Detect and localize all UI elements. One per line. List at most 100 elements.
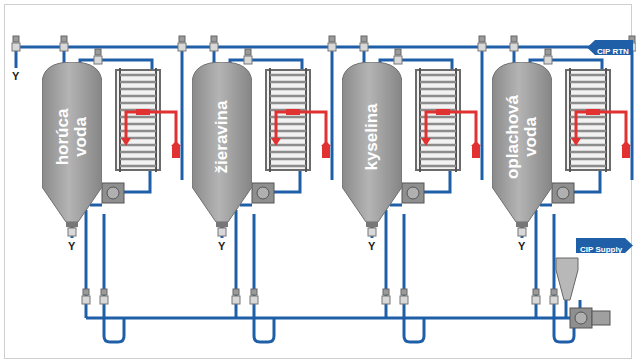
- pipe: [574, 170, 600, 192]
- heating-arrow: [621, 141, 631, 146]
- drain-label: Y: [11, 70, 20, 82]
- valve-actuator: [251, 289, 257, 295]
- flow-arrow: CIP Supply: [576, 238, 633, 253]
- pump: [402, 183, 424, 203]
- heating-arrow: [171, 141, 181, 146]
- heating-arrow: [321, 141, 331, 146]
- valve-actuator: [233, 289, 239, 295]
- exchanger-plate: [270, 165, 306, 168]
- exchanger-frame: [119, 68, 121, 172]
- valve: [12, 43, 20, 51]
- plate-heat-exchanger: [416, 70, 460, 170]
- exchanger-plate: [270, 102, 306, 105]
- flow-label: CIP RTN: [587, 44, 629, 59]
- exchanger-plate: [420, 158, 456, 161]
- valve: [532, 296, 540, 304]
- tank-body: [342, 62, 402, 222]
- drain-label: Y: [67, 240, 76, 252]
- exchanger-plate: [570, 151, 606, 154]
- heating-coil: [286, 109, 300, 115]
- tank-label: oplachová voda: [504, 87, 540, 187]
- drain-label: Y: [517, 240, 526, 252]
- exchanger-plate: [420, 74, 456, 77]
- valve-actuator: [479, 36, 485, 42]
- heating-tag: [472, 146, 480, 158]
- exchanger-plate: [570, 165, 606, 168]
- tank: kyselina: [342, 62, 402, 227]
- valve-actuator: [395, 49, 401, 55]
- pipe: [540, 204, 552, 207]
- valve: [218, 228, 226, 236]
- pipe: [104, 214, 124, 342]
- tank-nozzle: [216, 222, 228, 227]
- valve-actuator: [545, 49, 551, 55]
- heating-tag: [622, 146, 630, 158]
- valve: [382, 296, 390, 304]
- plate-heat-exchanger: [116, 70, 160, 170]
- pump-head: [575, 312, 587, 324]
- exchanger-plate: [120, 158, 156, 161]
- heating-coil: [136, 109, 150, 115]
- valve-actuator: [245, 49, 251, 55]
- pipes: [16, 47, 632, 342]
- valve: [244, 56, 252, 64]
- pump-head: [557, 187, 569, 199]
- pipe: [86, 317, 580, 320]
- valve: [518, 228, 526, 236]
- valve: [544, 56, 552, 64]
- exchanger-plate: [570, 74, 606, 77]
- exchanger-plate: [270, 88, 306, 91]
- exchanger-plate: [120, 151, 156, 154]
- exchanger-plate: [570, 102, 606, 105]
- pipe: [254, 214, 274, 342]
- tank-nozzle: [66, 222, 78, 227]
- exchanger-plate: [420, 151, 456, 154]
- exchanger-plate: [120, 88, 156, 91]
- valve: [510, 43, 518, 51]
- valve-actuator: [101, 289, 107, 295]
- exchanger-plate: [420, 165, 456, 168]
- valve-actuator: [83, 289, 89, 295]
- exchanger-frame: [455, 68, 457, 172]
- heating-tag: [322, 146, 330, 158]
- pipe: [274, 170, 300, 192]
- pipe: [631, 60, 634, 180]
- exchanger-plate: [270, 95, 306, 98]
- valve-actuator: [329, 36, 335, 42]
- valve-actuator: [551, 289, 557, 295]
- valve: [394, 56, 402, 64]
- flow-label: CIP Supply: [576, 242, 622, 257]
- pump: [102, 183, 124, 203]
- exchanger-plate: [270, 74, 306, 77]
- pipe: [124, 170, 150, 192]
- heating-line: [576, 112, 626, 150]
- valve: [368, 228, 376, 236]
- exchanger-plate: [270, 151, 306, 154]
- pipe: [424, 170, 450, 192]
- heating-arrow: [121, 138, 131, 146]
- exchanger-plate: [420, 88, 456, 91]
- valve: [232, 296, 240, 304]
- valve-actuator: [211, 36, 217, 42]
- valve: [360, 43, 368, 51]
- pipe: [181, 60, 184, 180]
- heating-coil: [586, 109, 600, 115]
- heating-line: [276, 112, 326, 150]
- tank-label: žieravina: [213, 87, 231, 187]
- pump-head: [407, 187, 419, 199]
- valve: [100, 296, 108, 304]
- valve-actuator: [401, 289, 407, 295]
- equipment: [12, 36, 636, 328]
- valve-actuator: [383, 289, 389, 295]
- heating-arrow: [571, 138, 581, 146]
- exchanger-plate: [420, 102, 456, 105]
- exchanger-plate: [570, 95, 606, 98]
- drain-label: Y: [367, 240, 376, 252]
- tank-nozzle: [366, 222, 378, 227]
- pipe: [331, 60, 334, 180]
- valve-actuator: [361, 36, 367, 42]
- valve: [178, 43, 186, 51]
- exchanger-plate: [120, 81, 156, 84]
- valve-actuator: [13, 36, 19, 42]
- exchanger-frame: [305, 68, 307, 172]
